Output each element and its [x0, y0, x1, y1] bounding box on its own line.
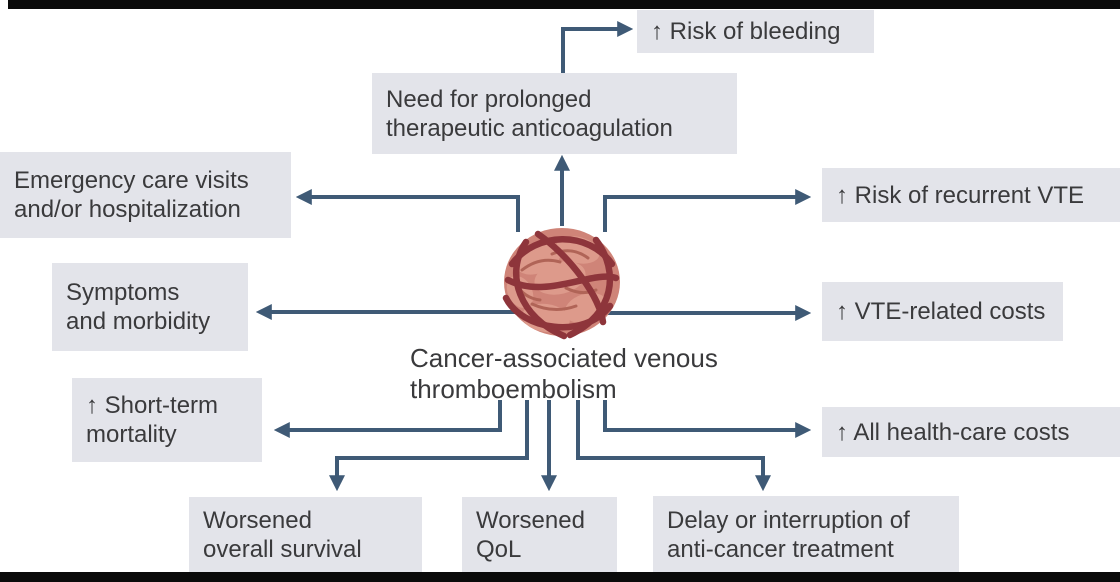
- node-label-line: Emergency care visits: [14, 167, 249, 194]
- arrow-to-risk-of-bleeding: [561, 21, 634, 73]
- letterbox-top: [8, 0, 1120, 9]
- arrow-to-short-term-mortality: [273, 400, 502, 438]
- node-label-line: overall survival: [203, 536, 362, 563]
- center-caption-line: Cancer-associated venous: [410, 343, 718, 373]
- node-vte-related-costs: ↑ VTE-related costs: [822, 282, 1063, 341]
- node-label-line: and morbidity: [66, 308, 211, 335]
- node-all-health-care-costs: ↑ All health-care costs: [822, 407, 1120, 457]
- node-worsened-overall-survival: Worsened overall survival: [189, 497, 422, 573]
- node-delay-treatment: Delay or interruption of anti-cancer tre…: [653, 496, 959, 573]
- node-label-line: ↑ Short-term: [86, 392, 219, 419]
- node-emergency-care: Emergency care visits and/or hospitaliza…: [0, 152, 291, 238]
- arrow-to-overall-survival: [329, 400, 529, 492]
- node-worsened-qol: Worsened QoL: [462, 497, 617, 573]
- node-label-line: mortality: [86, 421, 177, 448]
- letterbox-bottom: [0, 572, 1120, 582]
- node-label-line: Worsened: [476, 507, 585, 534]
- node-label-line: Need for prolonged: [386, 85, 592, 113]
- node-label-line: QoL: [476, 536, 522, 563]
- arrow-to-delay-treatment: [576, 400, 771, 492]
- node-need-anticoagulation: Need for prolonged therapeutic anticoagu…: [372, 73, 737, 154]
- node-risk-of-bleeding: ↑ Risk of bleeding: [637, 10, 874, 53]
- node-label-line: and/or hospitalization: [14, 196, 241, 223]
- blood-clot-icon: [502, 228, 620, 340]
- center-caption: Cancer-associated venous thromboembolism: [410, 343, 718, 405]
- node-label-line: ↑ Risk of bleeding: [651, 18, 841, 45]
- node-label-line: anti-cancer treatment: [667, 535, 894, 563]
- arrow-to-risk-of-recurrent-vte: [603, 189, 812, 232]
- node-label-line: ↑ All health-care costs: [836, 418, 1070, 446]
- node-symptoms-morbidity: Symptoms and morbidity: [52, 263, 248, 351]
- node-label-line: ↑ Risk of recurrent VTE: [836, 181, 1085, 209]
- center-caption-line: thromboembolism: [410, 374, 617, 404]
- node-label-line: Symptoms: [66, 279, 180, 306]
- node-risk-of-recurrent-vte: ↑ Risk of recurrent VTE: [822, 168, 1120, 222]
- arrow-to-all-health-care-costs: [603, 400, 812, 438]
- node-label-line: ↑ VTE-related costs: [836, 298, 1046, 325]
- node-label-line: Delay or interruption of: [667, 506, 910, 534]
- node-short-term-mortality: ↑ Short-term mortality: [72, 378, 262, 462]
- node-label-line: therapeutic anticoagulation: [386, 114, 673, 142]
- arrow-to-emergency-care: [295, 189, 520, 232]
- node-label-line: Worsened: [203, 507, 312, 534]
